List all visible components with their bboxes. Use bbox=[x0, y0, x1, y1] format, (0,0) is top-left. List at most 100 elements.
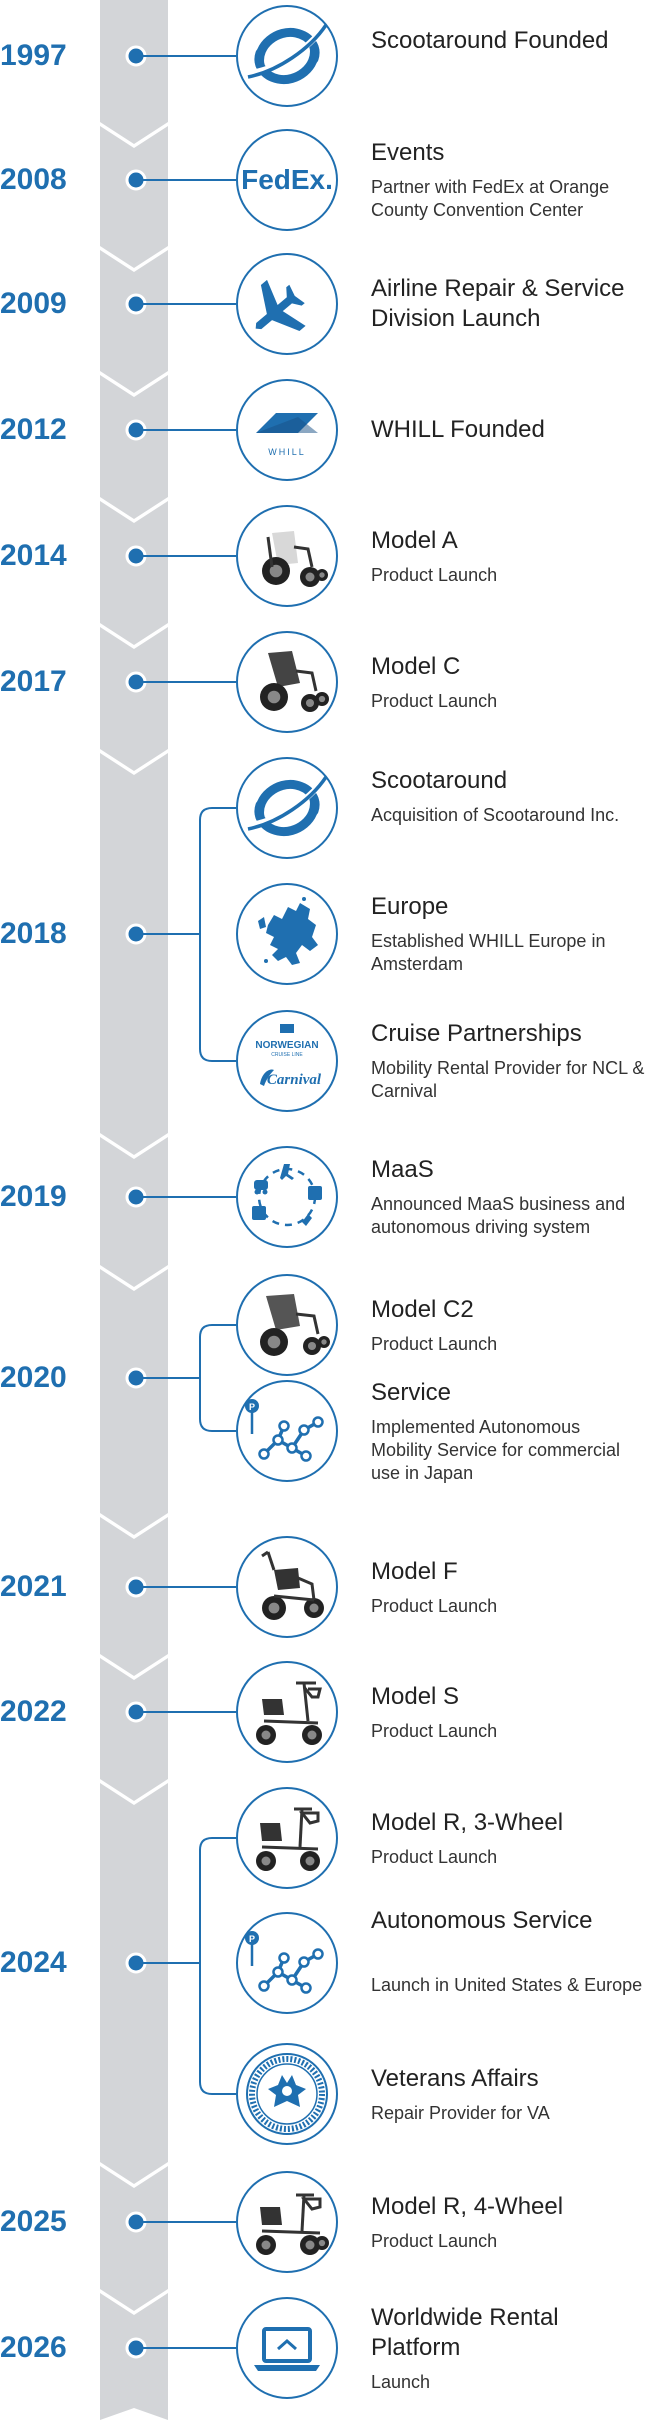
year-label: 2019 bbox=[0, 1180, 67, 1213]
milestone-title: Airline Repair & Service Division Launch bbox=[371, 275, 625, 332]
milestone-title: Scootaround bbox=[371, 767, 508, 794]
milestone-title: MaaS bbox=[371, 1156, 434, 1183]
milestone-title: Model A bbox=[371, 526, 458, 554]
milestone-description: Product Launch bbox=[371, 690, 498, 711]
milestone-icon-circle bbox=[236, 2297, 338, 2399]
year-label: 2022 bbox=[0, 1695, 67, 1728]
year-label: 2021 bbox=[0, 1570, 67, 1603]
milestone-description: Mobility Rental Provider for NCL & Carni… bbox=[371, 1058, 645, 1101]
milestone-description: Launch in United States & Europe bbox=[371, 1975, 643, 1995]
veterans-affairs-seal-icon bbox=[246, 2053, 328, 2135]
model-a-wheelchair-icon bbox=[262, 531, 328, 587]
milestone-title: Model C bbox=[371, 652, 461, 680]
milestone-title: Europe bbox=[371, 893, 449, 920]
milestone-icon-circle: FedEx. bbox=[236, 129, 338, 231]
year-label: 2026 bbox=[0, 2331, 67, 2364]
milestone-description: Launch bbox=[371, 2371, 431, 2392]
milestone-icon-circle bbox=[236, 2171, 338, 2273]
milestone-description: Product Launch bbox=[371, 1720, 498, 1741]
milestone-title: Model C2 bbox=[371, 1295, 474, 1323]
svg-text:P: P bbox=[249, 1934, 255, 1944]
maas-cycle-icon bbox=[252, 1164, 322, 1227]
milestone-icon-circle bbox=[236, 253, 338, 355]
year-label: 1997 bbox=[0, 39, 67, 72]
milestone-icon-circle bbox=[236, 505, 338, 607]
milestone-title: Scootaround Founded bbox=[371, 27, 609, 54]
spine-segment bbox=[100, 1269, 168, 1535]
milestone-icon-circle bbox=[236, 1274, 338, 1376]
connector-bracket bbox=[199, 1837, 236, 2095]
year-label: 2012 bbox=[0, 413, 67, 446]
milestone-icon-circle bbox=[236, 757, 338, 859]
milestone-description: Partner with FedEx at Orange County Conv… bbox=[371, 177, 610, 220]
connector-bracket bbox=[199, 1324, 236, 1432]
milestone-icon-circle: P bbox=[236, 1912, 338, 2014]
spine-segment bbox=[100, 1137, 168, 1287]
svg-text:WHILL: WHILL bbox=[268, 447, 306, 457]
year-label: 2014 bbox=[0, 539, 67, 572]
milestone-title: Autonomous Service bbox=[371, 1907, 593, 1934]
connector-bracket bbox=[199, 807, 236, 1062]
milestone-description: Product Launch bbox=[371, 2230, 498, 2251]
milestone-description: Product Launch bbox=[371, 564, 498, 585]
milestone-icon-circle bbox=[236, 5, 338, 107]
spine-segment bbox=[100, 375, 168, 519]
milestone-description: Established WHILL Europe in Amsterdam bbox=[371, 931, 606, 974]
milestone-title: Worldwide Rental Platform bbox=[371, 2303, 559, 2361]
scootaround-logo-icon bbox=[247, 24, 328, 85]
scootaround-logo-icon bbox=[247, 776, 328, 837]
svg-text:P: P bbox=[249, 1402, 255, 1412]
laptop-platform-icon bbox=[254, 2327, 320, 2371]
spine-segment bbox=[100, 1658, 168, 1801]
spine-segment bbox=[100, 1783, 168, 2184]
milestone-icon-circle bbox=[236, 1787, 338, 1889]
milestone-description: Repair Provider for VA bbox=[371, 2102, 550, 2123]
milestone-title: Service bbox=[371, 1378, 452, 1406]
milestone-icon-circle: P bbox=[236, 1380, 338, 1482]
milestone-icon-circle bbox=[236, 883, 338, 985]
autonomous-network-icon: P bbox=[245, 1399, 324, 1462]
svg-text:Carnival: Carnival bbox=[267, 1072, 322, 1088]
milestone-description: Product Launch bbox=[371, 1333, 498, 1354]
model-s-scooter-icon bbox=[256, 1681, 322, 1745]
autonomous-network-icon: P bbox=[245, 1931, 324, 1994]
spine-segment bbox=[100, 0, 168, 144]
milestone-description: Acquisition of Scootaround Inc. bbox=[371, 805, 620, 825]
spine-segment bbox=[100, 753, 168, 1155]
milestone-title: Model S bbox=[371, 1682, 460, 1710]
europe-map-icon bbox=[258, 897, 318, 965]
milestone-title: Model R, 4-Wheel bbox=[371, 2192, 564, 2220]
spine-segment bbox=[100, 250, 168, 393]
year-label: 2024 bbox=[0, 1946, 67, 1979]
model-r-3-wheel-scooter-icon bbox=[256, 1807, 320, 1871]
year-label: 2020 bbox=[0, 1361, 67, 1394]
year-label: 2018 bbox=[0, 917, 67, 950]
milestone-title: Cruise Partnerships bbox=[371, 1020, 582, 1047]
milestone-icon-circle bbox=[236, 1536, 338, 1638]
svg-text:FedEx.: FedEx. bbox=[241, 164, 333, 195]
year-label: 2009 bbox=[0, 287, 67, 320]
svg-text:CRUISE LINE: CRUISE LINE bbox=[271, 1052, 303, 1058]
milestone-icon-circle bbox=[236, 1661, 338, 1763]
svg-text:NORWEGIAN: NORWEGIAN bbox=[255, 1040, 318, 1051]
milestone-description: Product Launch bbox=[371, 1846, 498, 1867]
milestone-icon-circle bbox=[236, 631, 338, 733]
milestone-description: Product Launch bbox=[371, 1595, 498, 1616]
year-label: 2017 bbox=[0, 665, 67, 698]
milestone-title: Events bbox=[371, 139, 445, 166]
milestone-title: Veterans Affairs bbox=[371, 2064, 539, 2092]
milestone-description: Implemented Autonomous Mobility Service … bbox=[371, 1416, 621, 1483]
model-f-wheelchair-icon bbox=[261, 1550, 324, 1620]
milestone-icon-circle bbox=[236, 1146, 338, 1248]
spine-segment bbox=[100, 627, 168, 771]
spine-segment bbox=[100, 501, 168, 645]
model-c-wheelchair-icon bbox=[260, 651, 329, 712]
milestone-title: Model R, 3-Wheel bbox=[371, 1808, 564, 1836]
model-c2-wheelchair-icon bbox=[260, 1294, 330, 1356]
milestone-title: WHILL Founded bbox=[371, 416, 545, 443]
year-label: 2008 bbox=[0, 163, 67, 196]
